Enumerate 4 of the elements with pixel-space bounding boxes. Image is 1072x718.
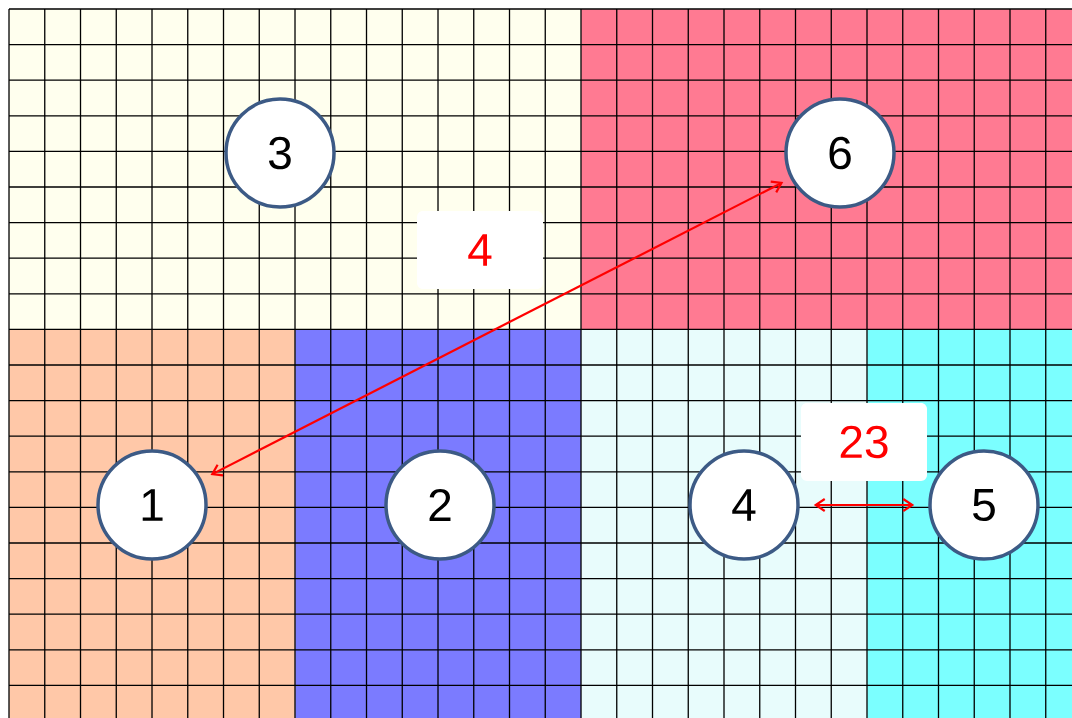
edge-label: 23 <box>801 403 927 481</box>
double-arrow <box>813 498 915 512</box>
double-arrow <box>210 180 784 477</box>
edge-label: 4 <box>417 211 543 289</box>
